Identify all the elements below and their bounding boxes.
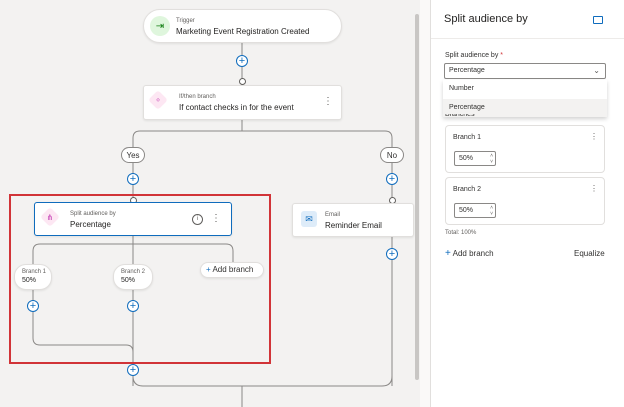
branch-2-label: Branch 2 [121,269,146,275]
split-title: Percentage [70,220,111,229]
split-by-select[interactable]: Percentage ⌄ [444,63,606,79]
chevron-down-icon: ⌄ [593,66,600,75]
more-icon[interactable]: ⋮ [211,213,221,224]
add-step-button[interactable]: + [127,300,139,312]
ifthen-title: If contact checks in for the event [179,103,294,112]
plus-icon: + [445,248,451,259]
yes-branch-label: Yes [121,147,145,163]
panel-title: Split audience by [444,13,528,25]
panel-add-branch-label: Add branch [452,249,494,258]
split-by-selected: Percentage [449,67,485,74]
branches-label: Branches [445,114,475,118]
panel-add-branch-button[interactable]: + Add branch [445,248,494,259]
branch-1-card-label: Branch 1 [453,134,482,141]
branch-2-value: 50% [121,277,136,284]
add-step-yes-button[interactable]: + [127,173,139,185]
total-text: Total: 100% [445,230,477,236]
branch-2-percent-input[interactable]: 50% ˄˅ [454,203,496,218]
trigger-card[interactable]: ⇥ Trigger Marketing Event Registration C… [143,9,342,43]
selection-highlight [9,194,271,364]
branch-2-card: Branch 2 ⋮ 50% ˄˅ [445,177,605,225]
equalize-button[interactable]: Equalize [574,249,605,258]
branch-1-label: Branch 1 [22,269,47,275]
branch-1-percent-input[interactable]: 50% ˄˅ [454,151,496,166]
trigger-kind: Trigger [176,18,195,24]
email-kind: Email [325,212,341,218]
panel-divider [431,38,624,39]
trigger-icon: ⇥ [150,16,170,36]
add-step-no-button[interactable]: + [386,173,398,185]
branch-2-node[interactable]: Branch 2 50% [113,264,153,290]
email-icon: ✉ [301,211,317,227]
trigger-title: Marketing Event Registration Created [176,27,310,36]
spinner-arrows-icon[interactable]: ˄˅ [490,205,493,217]
email-title: Reminder Email [325,221,382,230]
add-step-button[interactable]: + [386,248,398,260]
ifthen-card[interactable]: ▫ If/then branch If contact checks in fo… [143,85,342,120]
option-percentage[interactable]: Percentage [443,99,607,117]
split-kind: Split audience by [70,211,116,217]
email-card[interactable]: ✉ Email Reminder Email [292,203,414,237]
more-icon[interactable]: ⋮ [590,184,598,193]
branch-1-card: Branch 1 ⋮ 50% ˄˅ [445,125,605,173]
plus-icon: + [206,265,211,274]
ifthen-kind: If/then branch [179,94,216,100]
add-step-button[interactable]: + [27,300,39,312]
canvas-scrollbar[interactable] [415,14,419,380]
dropdown-menu: Number Percentage [443,80,607,117]
branch-2-card-label: Branch 2 [453,186,482,193]
add-branch-label: Add branch [212,265,254,274]
no-branch-label: No [380,147,404,163]
option-number[interactable]: Number [449,85,474,92]
branch-1-node[interactable]: Branch 1 50% [14,264,52,290]
split-icon: ⋔ [40,207,60,227]
add-step-button[interactable]: + [127,364,139,376]
split-field-label: Split audience by * [445,52,504,59]
spinner-arrows-icon[interactable]: ˄˅ [490,153,493,165]
more-icon[interactable]: ⋮ [590,132,598,141]
more-icon[interactable]: ⋮ [323,96,333,107]
info-icon[interactable]: i [192,214,203,225]
split-audience-card[interactable]: ⋔ Split audience by Percentage i ⋮ [34,202,232,236]
connector-dot [239,78,246,85]
add-step-button[interactable]: + [236,55,248,67]
panel-toggle-icon[interactable] [593,16,603,24]
branch-icon: ▫ [148,90,168,110]
branch-1-value: 50% [22,277,37,284]
add-branch-button[interactable]: + Add branch [200,262,264,278]
journey-canvas: ⇥ Trigger Marketing Event Registration C… [9,9,419,407]
